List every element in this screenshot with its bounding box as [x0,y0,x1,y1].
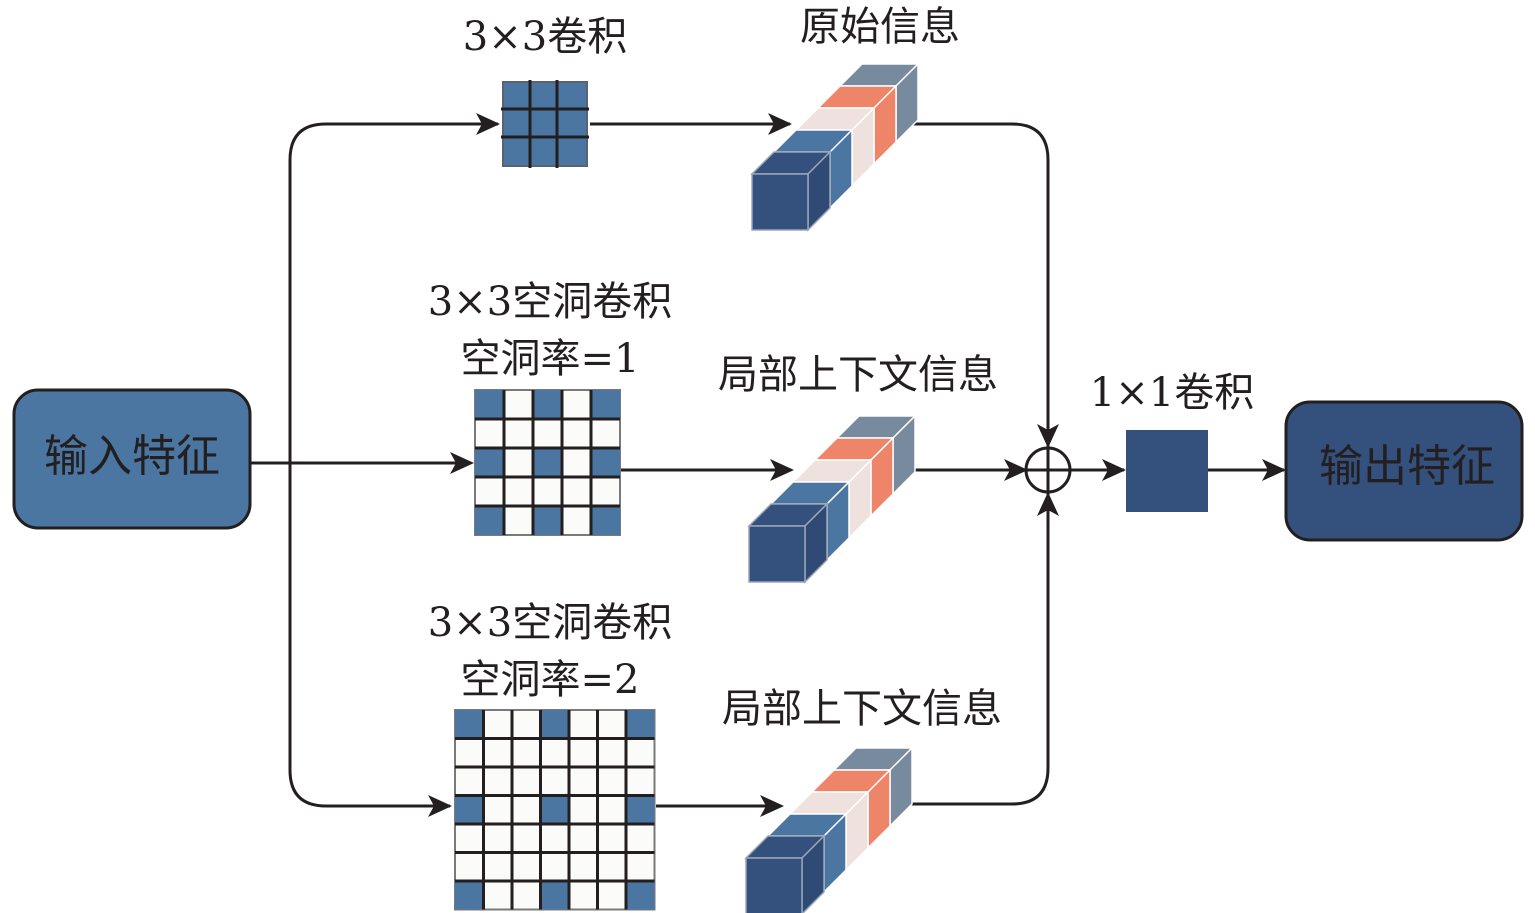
kernel-weight-cell [591,506,620,535]
kernel-weight-cell [475,506,504,535]
arrowhead-icon [476,113,500,135]
kernel-weight-cell [540,881,569,910]
branch3-dilation-label: 空洞率=2 [461,657,640,703]
arrowhead-icon [1037,424,1059,448]
arrowhead-icon [768,113,792,135]
kernel-weight-cell [533,506,562,535]
kernel-weight-cell [540,710,569,739]
connectors [250,122,1284,808]
kernel-weight-cell [626,710,655,739]
trunk-vertical [288,160,450,808]
branch3-feature-label: 局部上下文信息 [722,686,1002,732]
arrowhead-icon [760,795,784,817]
kernel-weight-cell [591,448,620,477]
arrowhead-icon [428,795,452,817]
kernel-weight-cell [533,448,562,477]
kernel-weight-cell [626,881,655,910]
arrowhead-icon [1262,459,1286,481]
branch1-feature-label: 原始信息 [800,4,960,50]
feature-map-stack [750,62,920,232]
arrowhead-icon [1004,459,1028,481]
output-feature-label: 输出特征 [1319,441,1495,492]
arrowheads [428,113,1286,817]
feature-cubes [744,62,920,913]
kernel-weight-cell [591,390,620,419]
cube-front-face [748,525,806,583]
branch3-conv-label: 3×3空洞卷积 [428,600,672,646]
branch3-kernel-dilated-2 [454,709,656,911]
kernel-weight-cell [540,795,569,824]
arrowhead-icon [1037,492,1059,516]
branch2-dilation-label: 空洞率=1 [461,336,640,382]
kernel-weight-cell [475,448,504,477]
kernel-weight-cell [455,881,484,910]
trunk-line [288,122,498,161]
kernel-weight-cell [626,795,655,824]
branch1-kernel-3x3 [501,80,589,168]
branch1-feature-to-sum [908,122,1050,448]
input-feature-node: 输入特征 [12,388,252,530]
output-feature-node: 输出特征 [1284,400,1524,542]
input-feature-label: 输入特征 [44,431,220,482]
feature-map-stack [744,746,914,913]
branch2-feature-label: 局部上下文信息 [718,352,998,398]
feature-map-stack [747,414,917,584]
kernel-weight-cell [455,710,484,739]
conv1x1-label: 1×1卷积 [1090,370,1254,416]
conv1x1-block: 1×1卷积 [1090,370,1254,512]
cube-front-face [745,857,803,913]
kernel-weight-cell [475,390,504,419]
kernel-weight-cell [533,390,562,419]
branch2-conv-label: 3×3空洞卷积 [428,279,672,325]
branch1-conv-label: 3×3卷积 [463,14,627,60]
branch2-kernel-dilated-1 [474,389,621,536]
kernel-weight-cell [455,795,484,824]
sum-operator-icon [1024,446,1072,494]
arrowhead-icon [770,459,794,481]
cube-front-face [751,173,809,231]
arrowhead-icon [1102,459,1126,481]
branch3-feature-to-sum [900,492,1050,806]
arrowhead-icon [450,452,474,474]
